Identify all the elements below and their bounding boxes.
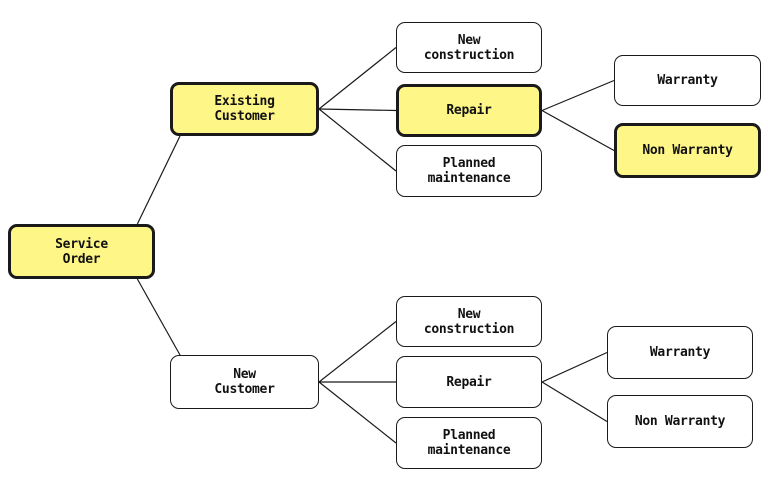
- node-service-order: Service Order: [8, 224, 155, 279]
- edge-existing-customer-to-existing-repair: [318, 108, 397, 112]
- node-existing-non-warranty: Non Warranty: [614, 123, 761, 178]
- node-new-repair: Repair: [396, 356, 542, 408]
- edge-service-order-to-new-customer: [136, 278, 181, 356]
- edge-new-customer-to-new-new-construction: [318, 321, 397, 383]
- node-new-new-construction: New construction: [396, 296, 542, 347]
- node-new-customer: New Customer: [170, 355, 319, 409]
- edge-new-customer-to-new-planned-maintenance: [318, 381, 397, 444]
- node-existing-new-construction: New construction: [396, 22, 542, 73]
- node-existing-customer: Existing Customer: [170, 82, 319, 136]
- node-new-planned-maintenance: Planned maintenance: [396, 417, 542, 469]
- node-existing-warranty: Warranty: [614, 55, 761, 106]
- node-existing-repair: Repair: [396, 84, 542, 137]
- edge-existing-repair-to-existing-warranty: [541, 79, 615, 112]
- edge-existing-repair-to-existing-non-warranty: [541, 109, 615, 152]
- edge-new-repair-to-new-non-warranty: [541, 381, 608, 423]
- edge-new-repair-to-new-warranty: [541, 351, 608, 383]
- edge-existing-customer-to-existing-planned-maintenance: [318, 108, 397, 172]
- edge-service-order-to-existing-customer: [136, 135, 181, 225]
- node-existing-planned-maintenance: Planned maintenance: [396, 145, 542, 197]
- node-new-warranty: Warranty: [607, 326, 753, 379]
- node-new-non-warranty: Non Warranty: [607, 395, 753, 448]
- edge-existing-customer-to-existing-new-construction: [318, 47, 397, 110]
